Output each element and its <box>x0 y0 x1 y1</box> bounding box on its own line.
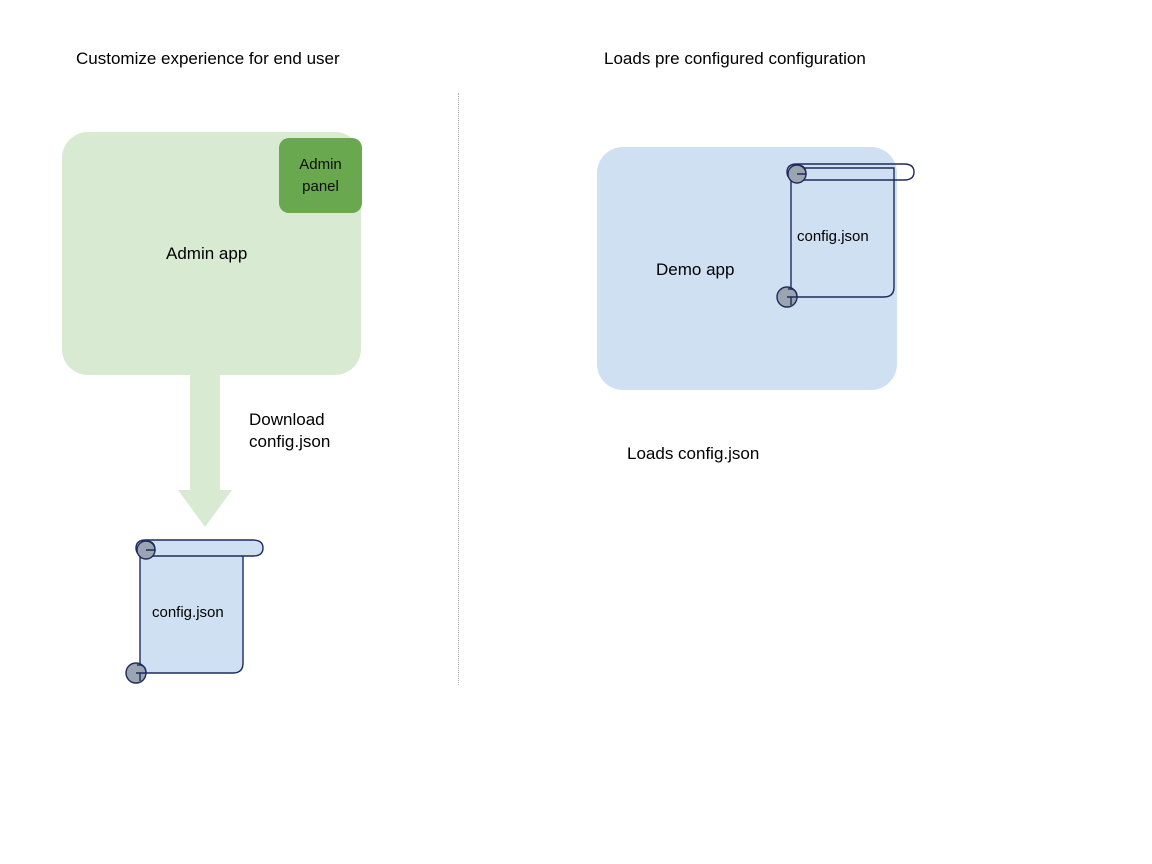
demo-app-label: Demo app <box>656 260 735 279</box>
config-json-document-left[interactable] <box>120 528 266 690</box>
config-json-label-right: config.json <box>797 228 869 245</box>
config-json-document-right[interactable] <box>771 152 917 314</box>
admin-panel-box[interactable]: Admin panel <box>279 138 362 213</box>
admin-panel-label-line1: Admin <box>299 155 342 173</box>
config-json-label-left: config.json <box>152 604 224 621</box>
admin-panel-label-line2: panel <box>302 177 339 195</box>
download-arrow-label: Download config.json <box>249 409 330 453</box>
column-divider <box>458 93 459 685</box>
download-arrow-label-line2: config.json <box>249 432 331 451</box>
demo-app-container <box>597 147 897 390</box>
download-arrow-icon <box>170 372 240 530</box>
admin-app-label: Admin app <box>166 244 248 263</box>
download-arrow-label-line1: Download <box>249 410 325 429</box>
right-column-heading: Loads pre configured configuration <box>604 49 866 68</box>
left-column-heading: Customize experience for end user <box>76 49 340 68</box>
loads-config-caption: Loads config.json <box>627 444 760 463</box>
